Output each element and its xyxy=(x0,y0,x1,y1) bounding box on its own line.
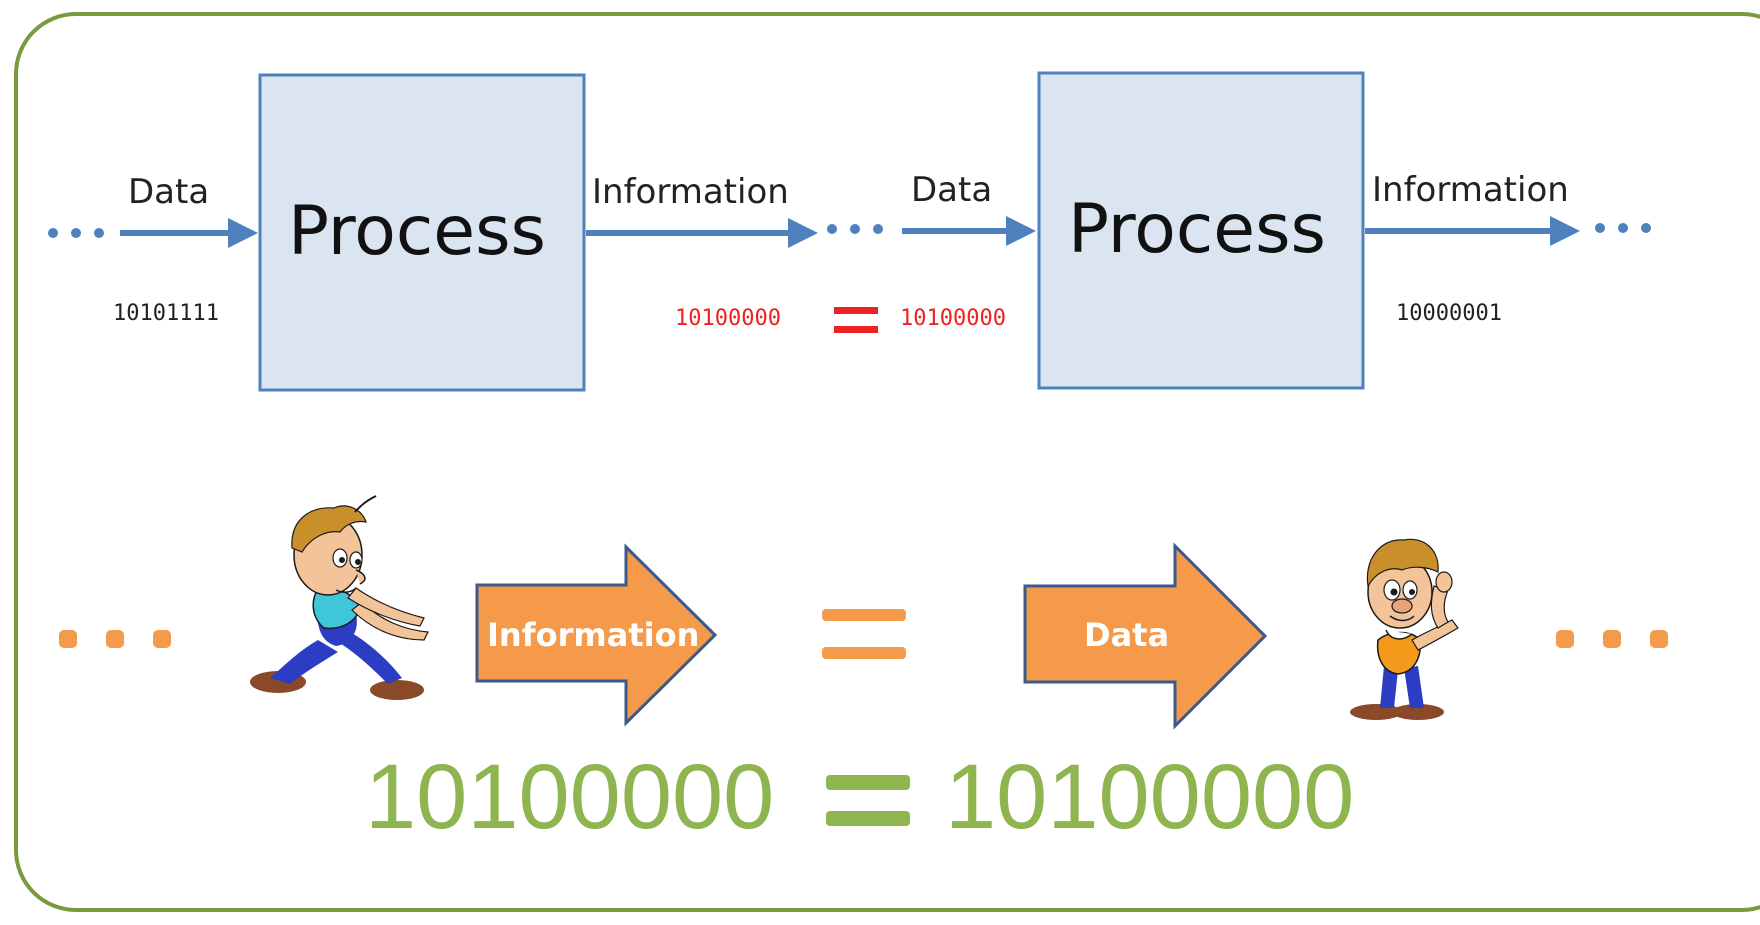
process-title-1: Process xyxy=(288,192,546,271)
process-box-1 xyxy=(258,73,586,392)
data-block-arrow xyxy=(1023,542,1268,730)
output-binary: 10000001 xyxy=(1396,301,1502,326)
running-boy-icon xyxy=(250,495,429,700)
middle-ellipsis xyxy=(827,224,883,234)
information-label-1: Information xyxy=(592,172,789,212)
green-equals-sign xyxy=(826,775,910,826)
summary-right-binary: 10100000 xyxy=(945,746,1355,848)
equality-left-binary: 10100000 xyxy=(675,306,781,331)
process-title-2: Process xyxy=(1068,190,1326,269)
data-label-1: Data xyxy=(128,172,210,212)
red-equals-sign xyxy=(834,307,878,333)
information-arrow-label: Information xyxy=(487,616,700,654)
information-block-arrow xyxy=(475,543,718,727)
information-label-2: Information xyxy=(1372,170,1569,210)
waving-boy-icon xyxy=(1350,538,1459,720)
trailing-ellipsis-top xyxy=(1595,223,1651,233)
trailing-ellipsis-bottom xyxy=(1556,630,1668,648)
input-binary: 10101111 xyxy=(113,301,219,326)
summary-left-binary: 10100000 xyxy=(365,746,775,848)
process-box-2 xyxy=(1037,71,1365,390)
leading-ellipsis-top xyxy=(48,228,104,238)
orange-equals-sign xyxy=(822,609,906,659)
leading-ellipsis-bottom xyxy=(59,630,171,648)
equality-right-binary: 10100000 xyxy=(900,306,1006,331)
data-label-2: Data xyxy=(911,170,993,210)
data-arrow-label: Data xyxy=(1084,616,1170,654)
